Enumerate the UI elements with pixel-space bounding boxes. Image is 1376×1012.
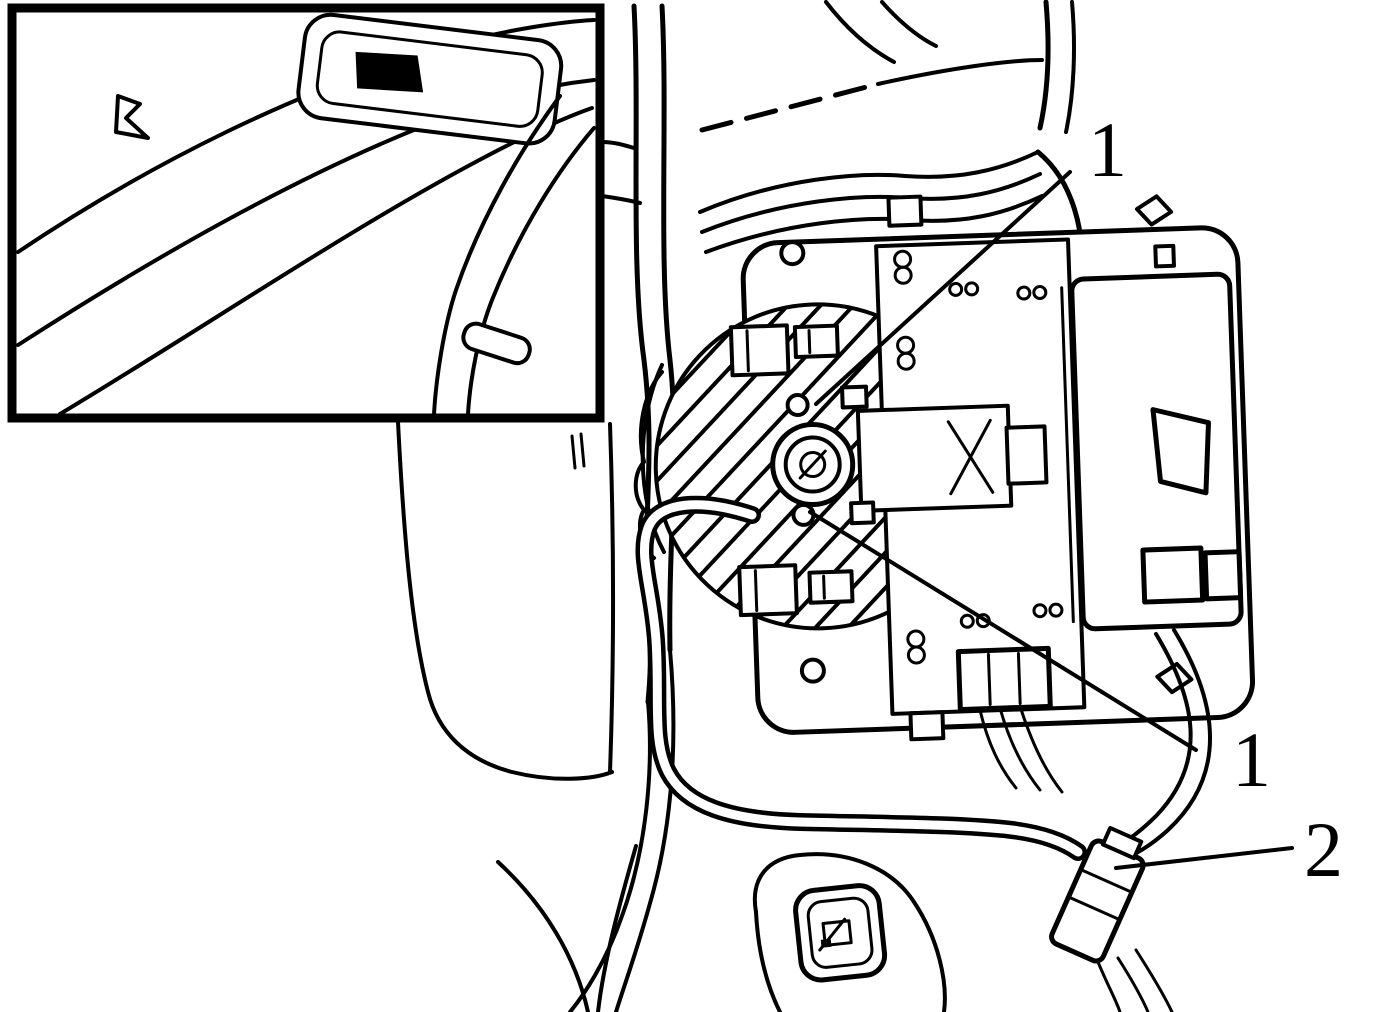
callout-1-top-label: 1 [1088,106,1127,193]
overhead-module-assembly [653,194,1256,742]
module-top-tab [886,194,924,228]
plate-hole-top [779,240,806,267]
inset-overhead-view [7,3,605,423]
lower-trim-lines [396,420,638,1012]
module-vent-holes [893,249,1064,665]
cutout-bracket-bottom [807,569,855,605]
right-module [1060,194,1244,695]
left-bracket-upper [728,323,791,378]
callout-1-bottom-label: 1 [1232,716,1271,803]
wiring [635,495,1212,1012]
leader-line-1-top [814,170,1072,406]
clip-top [1134,194,1174,227]
leader-line-2 [1114,846,1294,870]
screw-lower [791,502,816,527]
wire-harness-core [639,500,1083,857]
inset-grab-handle [461,321,532,366]
clip-bottom [1155,661,1194,695]
callouts: 1 1 2 [808,106,1343,893]
inset-mirror-tab [114,94,150,140]
left-bracket-lower [737,563,799,618]
module-bottom-tab [908,710,946,742]
window-switch-emblem [752,852,947,1012]
screw-upper [785,393,810,418]
inset-overhead-console [296,12,564,146]
vehicle-background-lines [568,0,1103,1012]
leader-line-1-bottom [808,510,1198,752]
harness-connector [1049,825,1146,964]
callout-2-label: 2 [1304,806,1343,893]
cutout-bracket-top [792,323,840,360]
inset-a-pillar [432,94,596,416]
plate-connector [955,645,1053,713]
gearbox-connector [1004,424,1049,486]
inset-console-lens [355,51,424,93]
motor-center [770,422,856,508]
plate-hole-bottom [799,657,826,684]
